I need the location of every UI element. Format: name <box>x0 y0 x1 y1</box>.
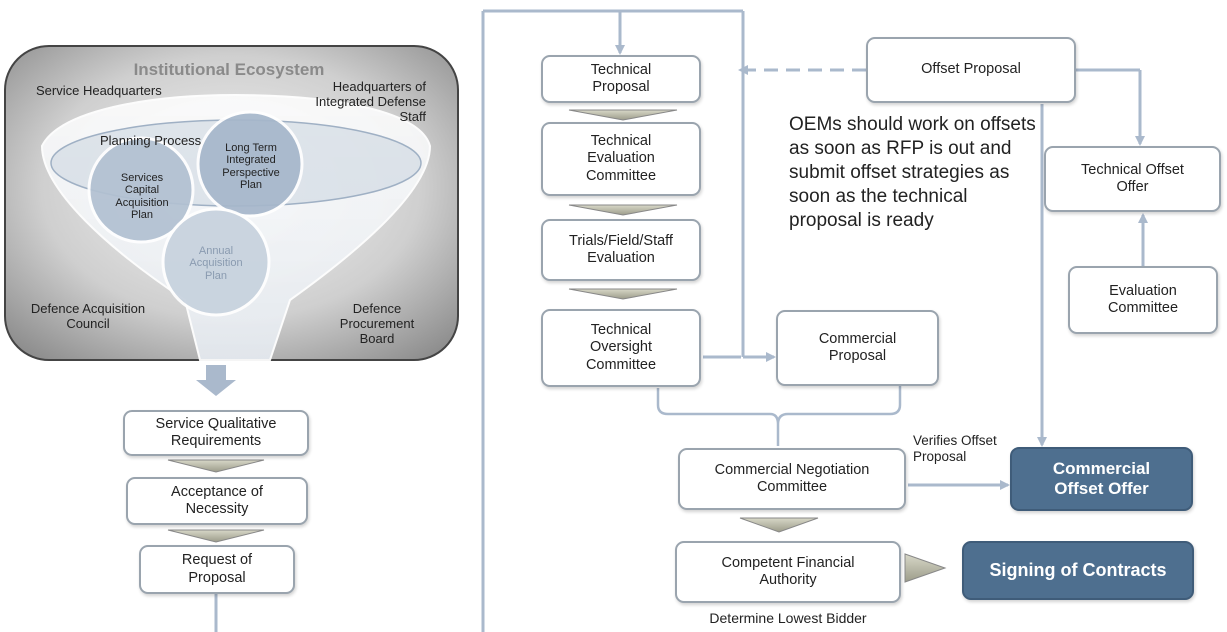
chevron <box>904 553 947 583</box>
hq-integrated-label: Headquarters of Integrated Defense Staff <box>315 79 426 124</box>
dac-label: Defence Acquisition Council <box>30 301 146 331</box>
tec-box: Technical Evaluation Committee <box>541 122 701 196</box>
service-hq-label: Service Headquarters <box>36 83 162 98</box>
signing-of-contracts-box: Signing of Contracts <box>962 541 1194 600</box>
commercial-proposal-box: Commercial Proposal <box>776 310 939 386</box>
annual-circle <box>161 207 271 317</box>
lowest-bidder-label: Determine Lowest Bidder <box>709 610 867 626</box>
planning-process-label: Planning Process <box>100 133 202 148</box>
long-term-circle <box>196 110 304 218</box>
services-capital-label: Services Capital Acquisition Plan <box>115 172 169 221</box>
dpb-label: Defence Procurement Board <box>339 301 415 346</box>
sqr-box: Service Qualitative Requirements <box>123 410 309 456</box>
technical-proposal-box: Technical Proposal <box>541 55 701 103</box>
ecosystem-down-arrow <box>196 365 236 396</box>
oem-note: OEMs should work on offsets as soon as R… <box>789 114 1036 231</box>
cnc-box: Commercial Negotiation Committee <box>678 448 906 510</box>
rfp-box: Request of Proposal <box>139 545 295 594</box>
commercial-offset-offer-box: Commercial Offset Offer <box>1010 447 1193 511</box>
aon-box: Acceptance of Necessity <box>126 477 308 525</box>
long-term-label: Long Term Integrated Perspective Plan <box>222 142 280 191</box>
chevron <box>167 529 265 543</box>
verifies-offset-label: Verifies Offset Proposal <box>913 433 997 464</box>
ecosystem-title: Institutional Ecosystem <box>133 60 325 79</box>
chevron <box>167 459 265 473</box>
services-capital-circle <box>87 136 195 244</box>
toc-box: Technical Oversight Committee <box>541 309 701 387</box>
trials-box: Trials/Field/Staff Evaluation <box>541 219 701 281</box>
connector <box>656 386 902 446</box>
chevron <box>568 204 678 216</box>
offset-proposal-box: Offset Proposal <box>866 37 1076 103</box>
cfa-box: Competent Financial Authority <box>675 541 901 603</box>
evaluation-committee-box: Evaluation Committee <box>1068 266 1218 334</box>
annual-label: Annual Acquisition Plan <box>189 245 243 282</box>
chevron <box>739 517 819 533</box>
technical-offset-offer-box: Technical Offset Offer <box>1044 146 1221 212</box>
chevron <box>568 109 678 121</box>
chevron <box>568 288 678 300</box>
